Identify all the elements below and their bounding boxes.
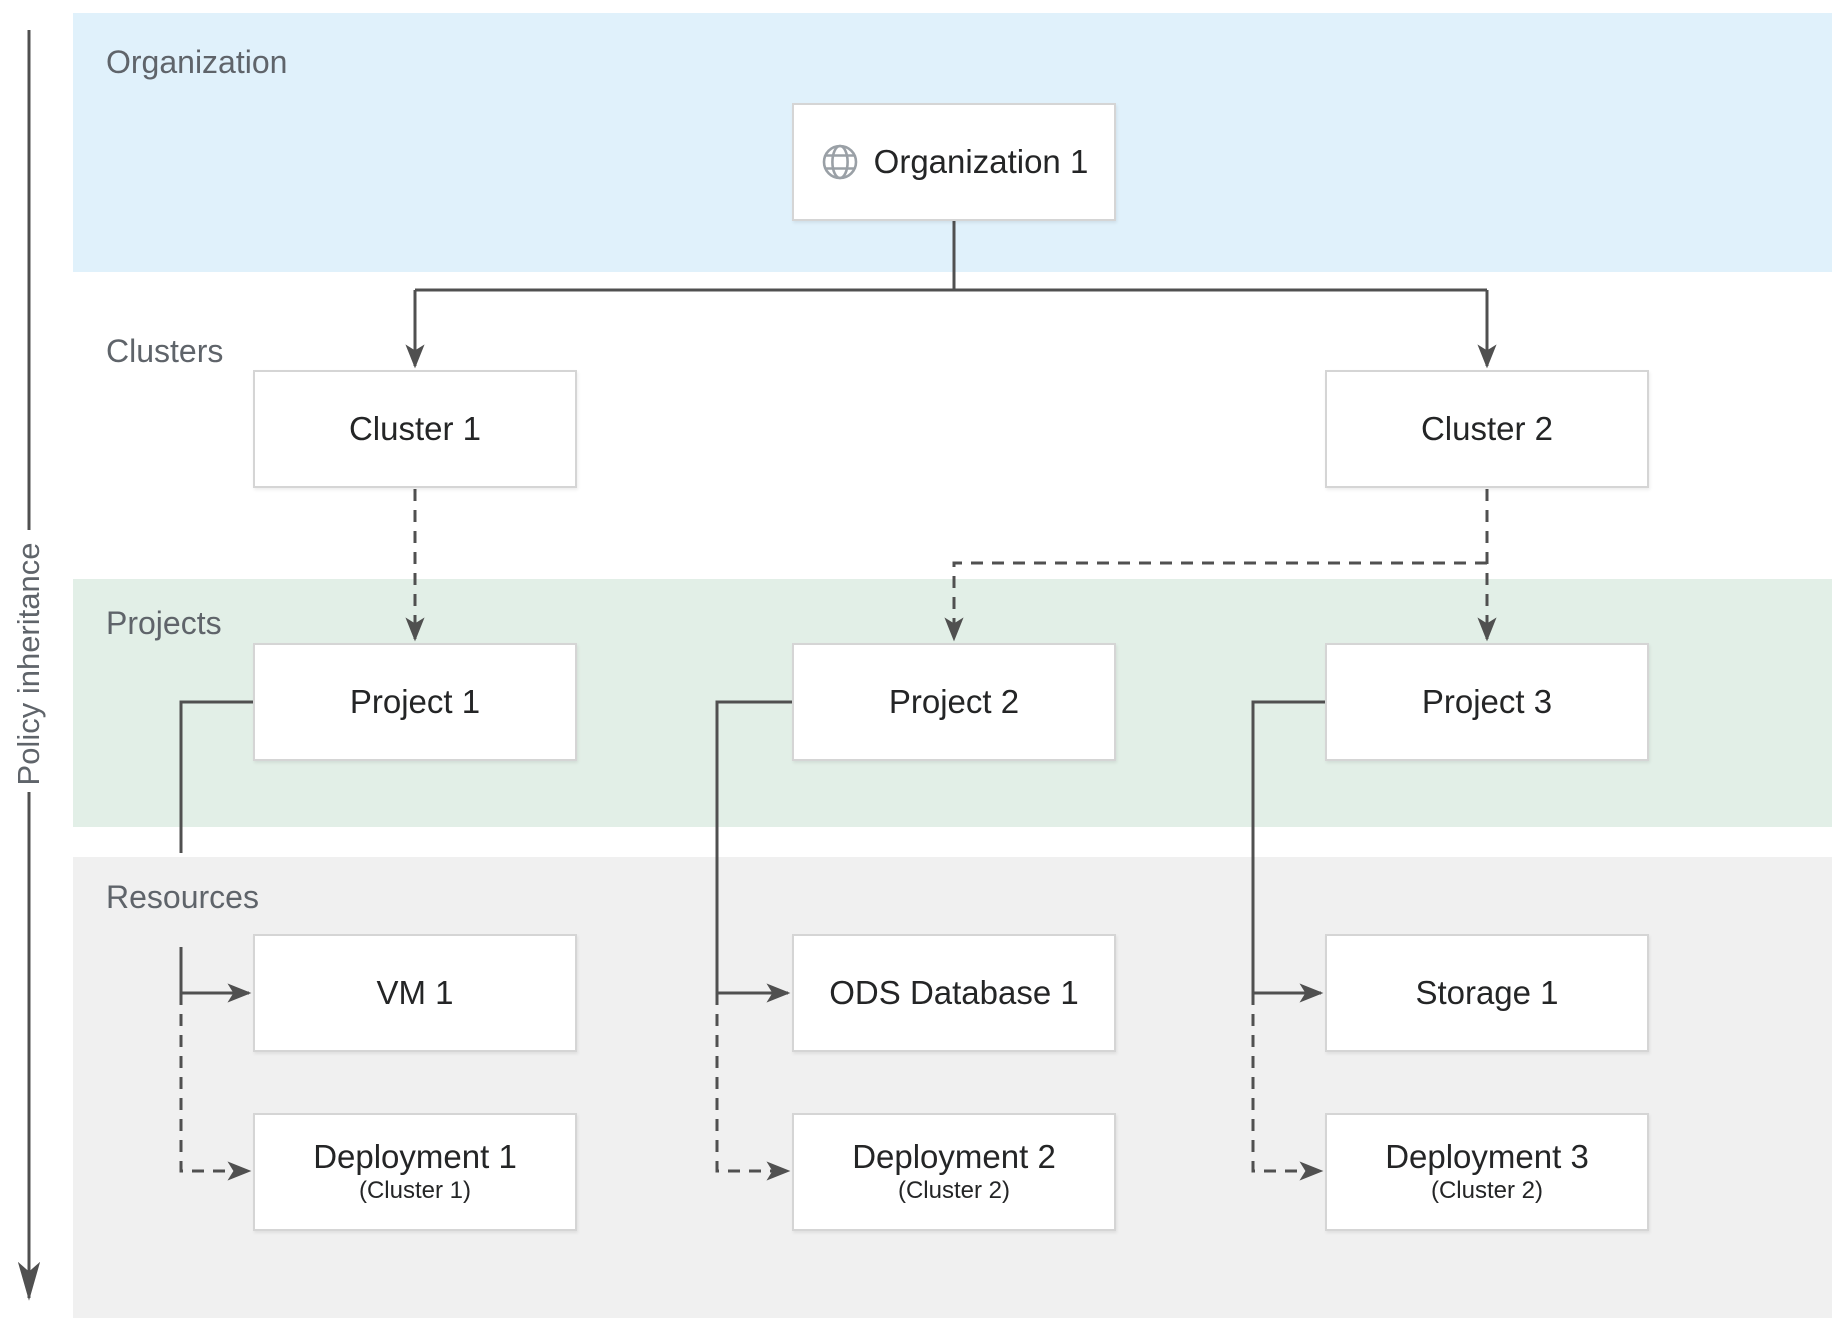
cluster1-label: Cluster 1 [348, 410, 482, 447]
deployment2-cluster-sublabel: (Cluster 2) [897, 1177, 1011, 1205]
deployment3-label: Deployment 3 [1385, 1138, 1589, 1176]
vm1-label: VM 1 [376, 974, 454, 1011]
deployment3-node: Deployment 3 (Cluster 2) [1325, 1113, 1649, 1231]
cluster1-node: Cluster 1 [253, 370, 577, 488]
cluster2-label: Cluster 2 [1420, 410, 1554, 447]
project2-node: Project 2 [792, 643, 1116, 761]
project3-label: Project 3 [1421, 683, 1553, 720]
project1-label: Project 1 [349, 683, 481, 720]
vm1-node: VM 1 [253, 934, 577, 1052]
deployment1-node: Deployment 1 (Cluster 1) [253, 1113, 577, 1231]
deployment1-cluster-sublabel: (Cluster 1) [358, 1177, 472, 1205]
deployment2-node: Deployment 2 (Cluster 2) [792, 1113, 1116, 1231]
deployment2-label: Deployment 2 [852, 1138, 1056, 1176]
storage1-node: Storage 1 [1325, 934, 1649, 1052]
deployment1-label: Deployment 1 [313, 1138, 517, 1176]
policy-inheritance-axis-label: Policy inheritance [11, 542, 46, 786]
organization1-label: Organization 1 [873, 143, 1089, 180]
resources-band-label: Resources [106, 879, 259, 915]
deployment3-cluster-sublabel: (Cluster 2) [1430, 1177, 1544, 1205]
project1-node: Project 1 [253, 643, 577, 761]
ods-database1-label: ODS Database 1 [829, 974, 1079, 1011]
resources-band [73, 857, 1832, 1318]
cluster2-node: Cluster 2 [1325, 370, 1649, 488]
ods-database1-node: ODS Database 1 [792, 934, 1116, 1052]
project2-label: Project 2 [888, 683, 1020, 720]
project3-node: Project 3 [1325, 643, 1649, 761]
globe-icon [820, 142, 860, 182]
organization-band-label: Organization [106, 44, 288, 80]
organization1-node: Organization 1 [792, 103, 1116, 221]
projects-band-label: Projects [106, 605, 222, 641]
storage1-label: Storage 1 [1415, 974, 1559, 1011]
clusters-band-label: Clusters [106, 333, 224, 369]
